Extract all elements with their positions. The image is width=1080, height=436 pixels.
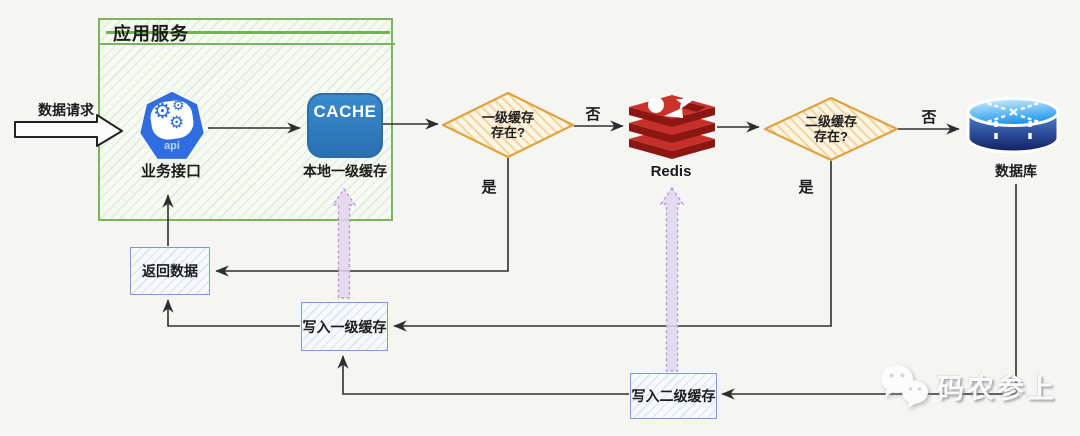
redis-icon	[629, 95, 715, 159]
gear-icon: ⚙	[172, 97, 185, 113]
write-l1-label: 写入一级缓存	[302, 318, 387, 335]
database-icon	[966, 97, 1060, 154]
title-underline	[106, 31, 390, 34]
edge-writel2-to-writel1	[337, 355, 629, 395]
write-l2-cache-arrow	[659, 186, 685, 372]
redis-label: Redis	[650, 163, 692, 180]
cache-label: 本地一级缓存	[303, 163, 387, 179]
edge-label-yes-1: 是	[481, 179, 497, 196]
gear-icon: ⚙	[153, 100, 172, 123]
diamond-l2-text: 二级缓存 存在?	[804, 114, 858, 144]
request-label: 数据请求	[38, 102, 94, 118]
edge-diamond2-yes-to-writel1	[393, 161, 832, 332]
return-data-box: 返回数据	[130, 247, 210, 295]
container-header-divider	[98, 43, 395, 45]
database-label: 数据库	[995, 163, 1037, 179]
container-title: 应用服务	[113, 24, 189, 44]
watermark-text: 码农参上	[937, 373, 1057, 404]
watermark: 码农参上	[878, 363, 1057, 409]
diamond-l1-text: 一级缓存 存在?	[481, 110, 535, 140]
cache-node-text: CACHE	[313, 102, 377, 121]
return-data-label: 返回数据	[142, 263, 198, 279]
api-label: 业务接口	[140, 163, 202, 180]
edge-label-no-2: 否	[921, 109, 937, 126]
write-l1-box: 写入一级缓存	[301, 302, 388, 351]
write-l2-box: 写入二级缓存	[630, 373, 717, 419]
api-heptagon: ⚙ ⚙ ⚙ api	[140, 91, 204, 159]
gear-icon: ⚙	[169, 113, 185, 132]
edge-writel1-to-return	[162, 299, 300, 327]
edge-label-no-1: 否	[585, 106, 601, 123]
api-icon: ⚙ ⚙ ⚙ api	[139, 91, 205, 161]
cache-node: CACHE	[307, 93, 383, 158]
wechat-icon	[881, 365, 928, 408]
write-l2-label: 写入二级缓存	[631, 388, 716, 404]
edge-label-yes-2: 是	[798, 179, 814, 196]
api-icon-text: api	[164, 140, 180, 152]
